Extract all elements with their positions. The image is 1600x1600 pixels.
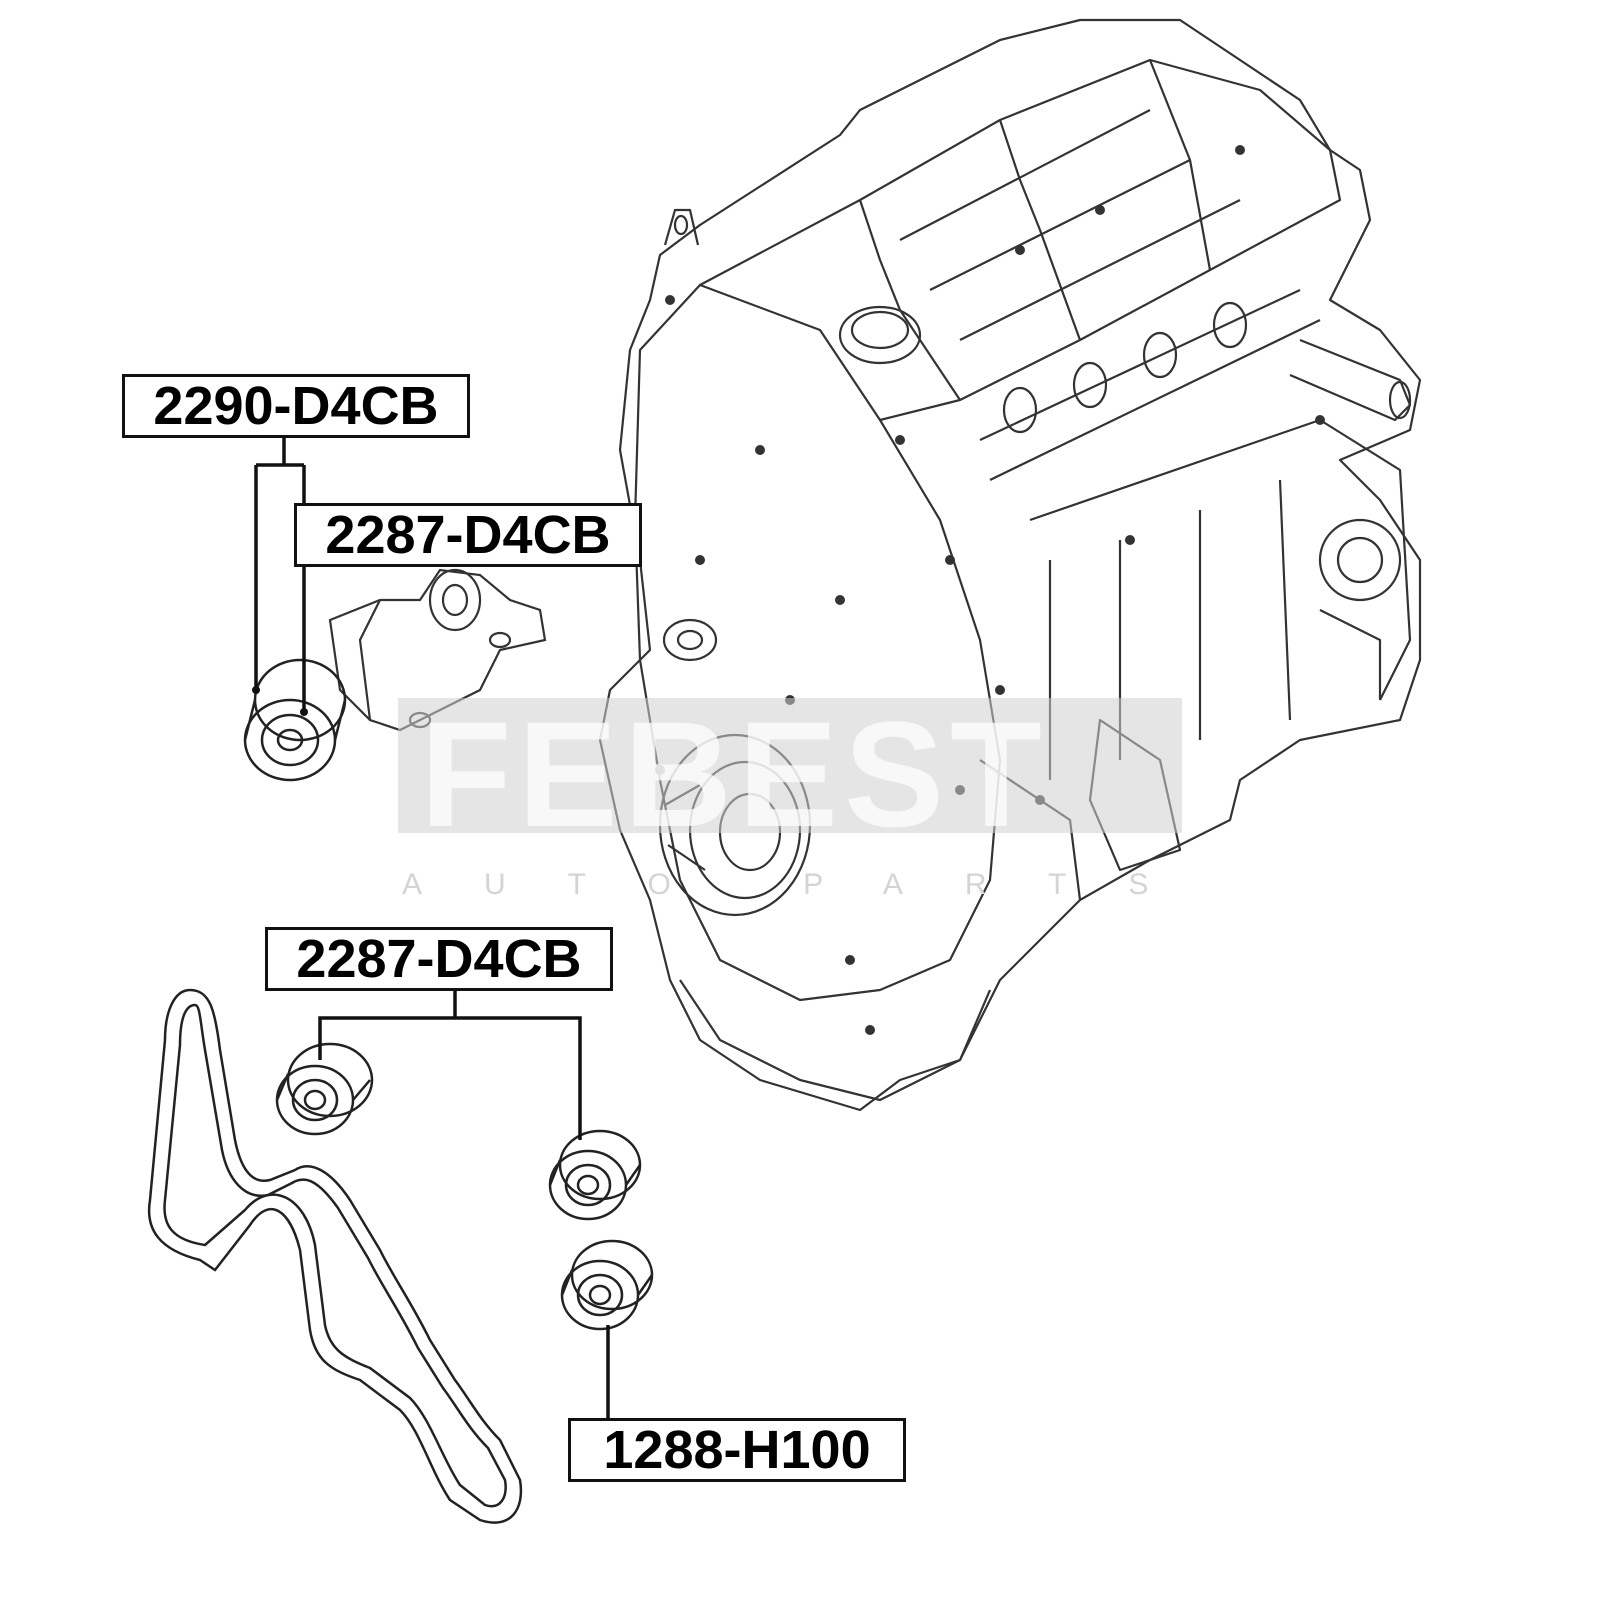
- label-2287-d4cb-bottom: 2287-D4CB: [265, 927, 613, 991]
- label-1288-h100: 1288-H100: [568, 1418, 906, 1482]
- engine-block-drawing: [598, 18, 1422, 1112]
- label-2290-d4cb: 2290-D4CB: [122, 374, 470, 438]
- pulley-bottom-drawing: [560, 1239, 654, 1331]
- serpentine-belt-drawing: [147, 988, 523, 1524]
- idler-pulley-right-drawing: [548, 1129, 642, 1221]
- idler-pulley-left-drawing: [275, 1042, 374, 1136]
- tensioner-pulley-drawing: [243, 658, 347, 782]
- watermark-brand: FEBEST: [420, 690, 1048, 858]
- watermark-subtitle: AUTO PARTS: [402, 868, 1211, 901]
- leader-dots: [252, 686, 308, 716]
- label-2287-d4cb-top: 2287-D4CB: [294, 503, 642, 567]
- watermark-band: [398, 698, 1182, 833]
